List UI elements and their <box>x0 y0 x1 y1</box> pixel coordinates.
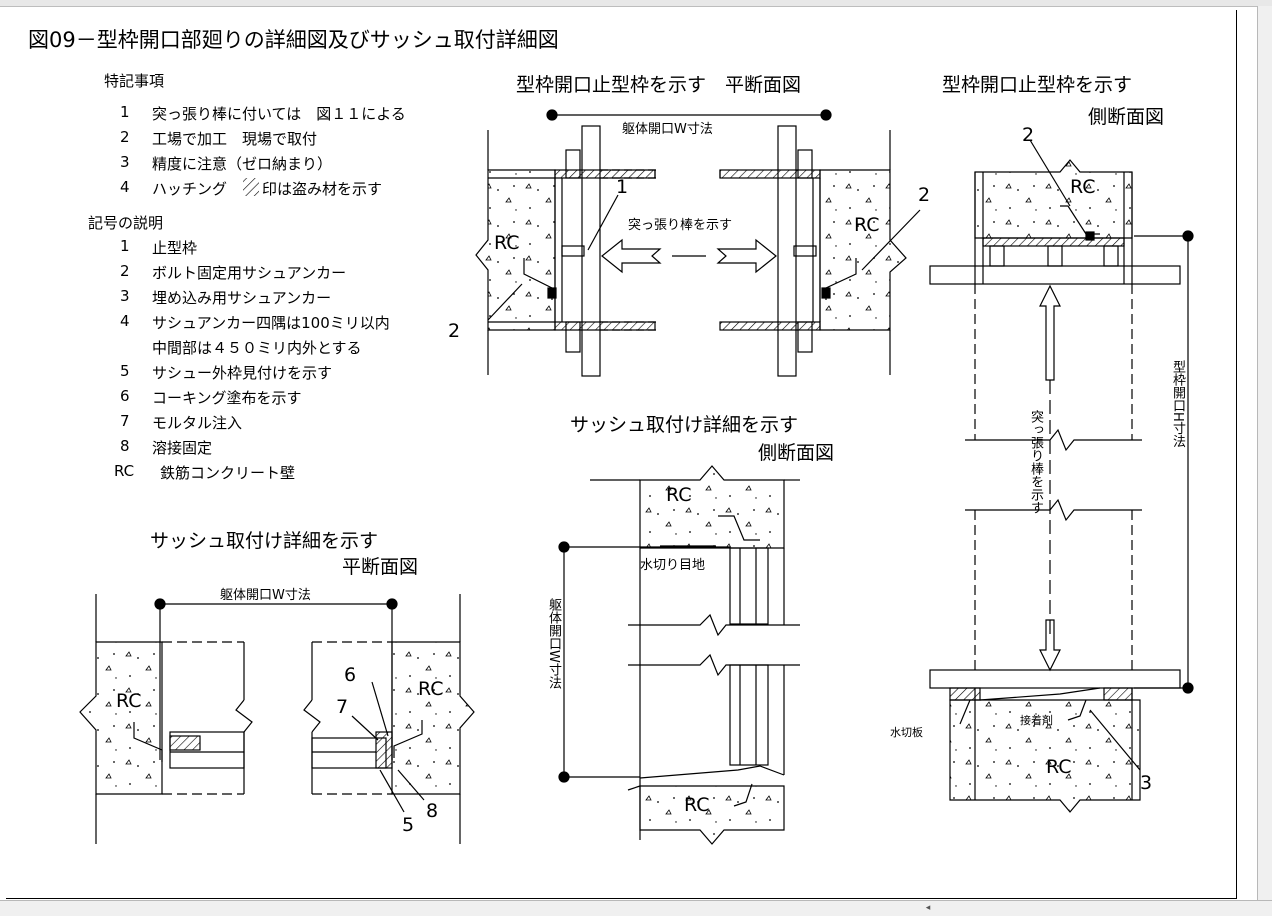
side-right-mark: 3 <box>1140 772 1153 794</box>
sash-plan-mark: 8 <box>426 800 439 822</box>
note-number: 3 <box>120 153 130 171</box>
sash-plan-rc-left: RC <box>116 690 142 712</box>
plan-top-rc-left: RC <box>494 232 520 254</box>
plan-top-title: 型枠開口止型枠を示す 平断面図 <box>516 74 802 96</box>
vertical-scrollbar[interactable] <box>1257 6 1272 901</box>
notes-heading: 特記事項 <box>104 72 165 90</box>
sash-plan-subtitle: 平断面図 <box>342 556 419 578</box>
legend-text: 溶接固定 <box>152 439 213 457</box>
drawing-title: 図09－型枠開口部廻りの詳細図及びサッシュ取付詳細図 <box>28 28 559 52</box>
note-text-suffix: 印は盗み材を示す <box>262 180 383 198</box>
sash-plan-rc-right: RC <box>418 678 444 700</box>
sash-plan-mark: 6 <box>344 664 357 686</box>
sash-plan-dimension: 躯体開口W寸法 <box>220 588 311 603</box>
legend-number: 7 <box>120 412 130 430</box>
sash-plan-mark: 5 <box>402 814 415 836</box>
note-number: 1 <box>120 103 130 121</box>
sash-side-title: サッシュ取付け詳細を示す <box>570 414 799 436</box>
side-right-mark: 2 <box>1022 124 1035 146</box>
sash-plan-view <box>79 594 475 844</box>
legend-number: 6 <box>120 387 130 405</box>
sash-side-joint-label: 水切り目地 <box>640 558 706 573</box>
sash-side-rc-bottom: RC <box>684 794 710 816</box>
legend-number: 2 <box>120 262 130 280</box>
legend-number: 1 <box>120 237 130 255</box>
window-top-bar <box>0 0 1272 7</box>
plan-top-strut-label: 突っ張り棒を示す <box>628 218 733 233</box>
sash-plan-title: サッシュ取付け詳細を示す <box>150 530 379 552</box>
legend-text: 埋め込み用サシュアンカー <box>152 289 332 307</box>
side-right-water-plate: 水切板 <box>890 726 923 739</box>
side-right-rc-bottom: RC <box>1046 756 1072 778</box>
note-text: 精度に注意（ゼロ納まり） <box>152 155 333 173</box>
side-right-adhesive: 接着剤 <box>1020 714 1053 727</box>
legend-number: 4 <box>120 312 130 330</box>
note-number: 4 <box>120 178 130 196</box>
side-right-title: 型枠開口止型枠を示す <box>942 74 1133 96</box>
legend-text: 中間部は４５０ミリ内外とする <box>152 339 362 357</box>
plan-top-rc-right: RC <box>854 214 880 236</box>
cad-drawing <box>79 109 1194 845</box>
sash-side-dimension: 躯体開口W寸法 <box>546 598 561 689</box>
side-right-subtitle: 側断面図 <box>1088 106 1165 128</box>
plan-top-mark: 1 <box>616 176 629 198</box>
side-right-dimension: 型枠開口H寸法 <box>1170 360 1185 448</box>
side-section-right-view <box>929 139 1194 813</box>
legend-number: 3 <box>120 287 130 305</box>
legend-text: コーキング塗布を示す <box>152 389 302 407</box>
legend-text: ボルト固定用サシュアンカー <box>152 264 347 282</box>
sash-plan-mark: 7 <box>336 696 349 718</box>
sash-side-rc-top: RC <box>666 484 692 506</box>
side-right-rc-top: RC <box>1070 176 1096 198</box>
legend-number: RC <box>114 462 135 480</box>
legend-heading: 記号の説明 <box>88 214 164 232</box>
drawing-sheet-border <box>6 10 1237 899</box>
sash-side-subtitle: 側断面図 <box>758 442 835 464</box>
legend-number: 5 <box>120 362 130 380</box>
horizontal-scrollbar[interactable]: ◂ <box>0 900 1272 916</box>
scroll-right-icon[interactable]: ◂ <box>925 903 931 913</box>
sash-side-section-view <box>558 465 800 845</box>
note-text: 突っ張り棒に付いては 図１１による <box>152 105 406 123</box>
legend-text: 鉄筋コンクリート壁 <box>160 464 296 482</box>
legend-text: 止型枠 <box>152 239 198 257</box>
side-right-strut-label: 突っ張り棒を示す <box>1028 410 1043 514</box>
note-text: ハッチング <box>152 180 228 198</box>
plan-top-dimension: 躯体開口W寸法 <box>622 122 713 137</box>
legend-text: モルタル注入 <box>152 414 243 432</box>
note-number: 2 <box>120 128 130 146</box>
legend-text: サシュアンカー四隅は100ミリ以内 <box>152 314 390 332</box>
plan-top-view <box>475 109 921 377</box>
plan-top-mark: 2 <box>448 320 461 342</box>
legend-text: サシュー外枠見付けを示す <box>152 364 333 382</box>
note-text: 工場で加工 現場で取付 <box>152 130 318 148</box>
legend-number: 8 <box>120 437 130 455</box>
plan-top-mark: 2 <box>918 184 931 206</box>
